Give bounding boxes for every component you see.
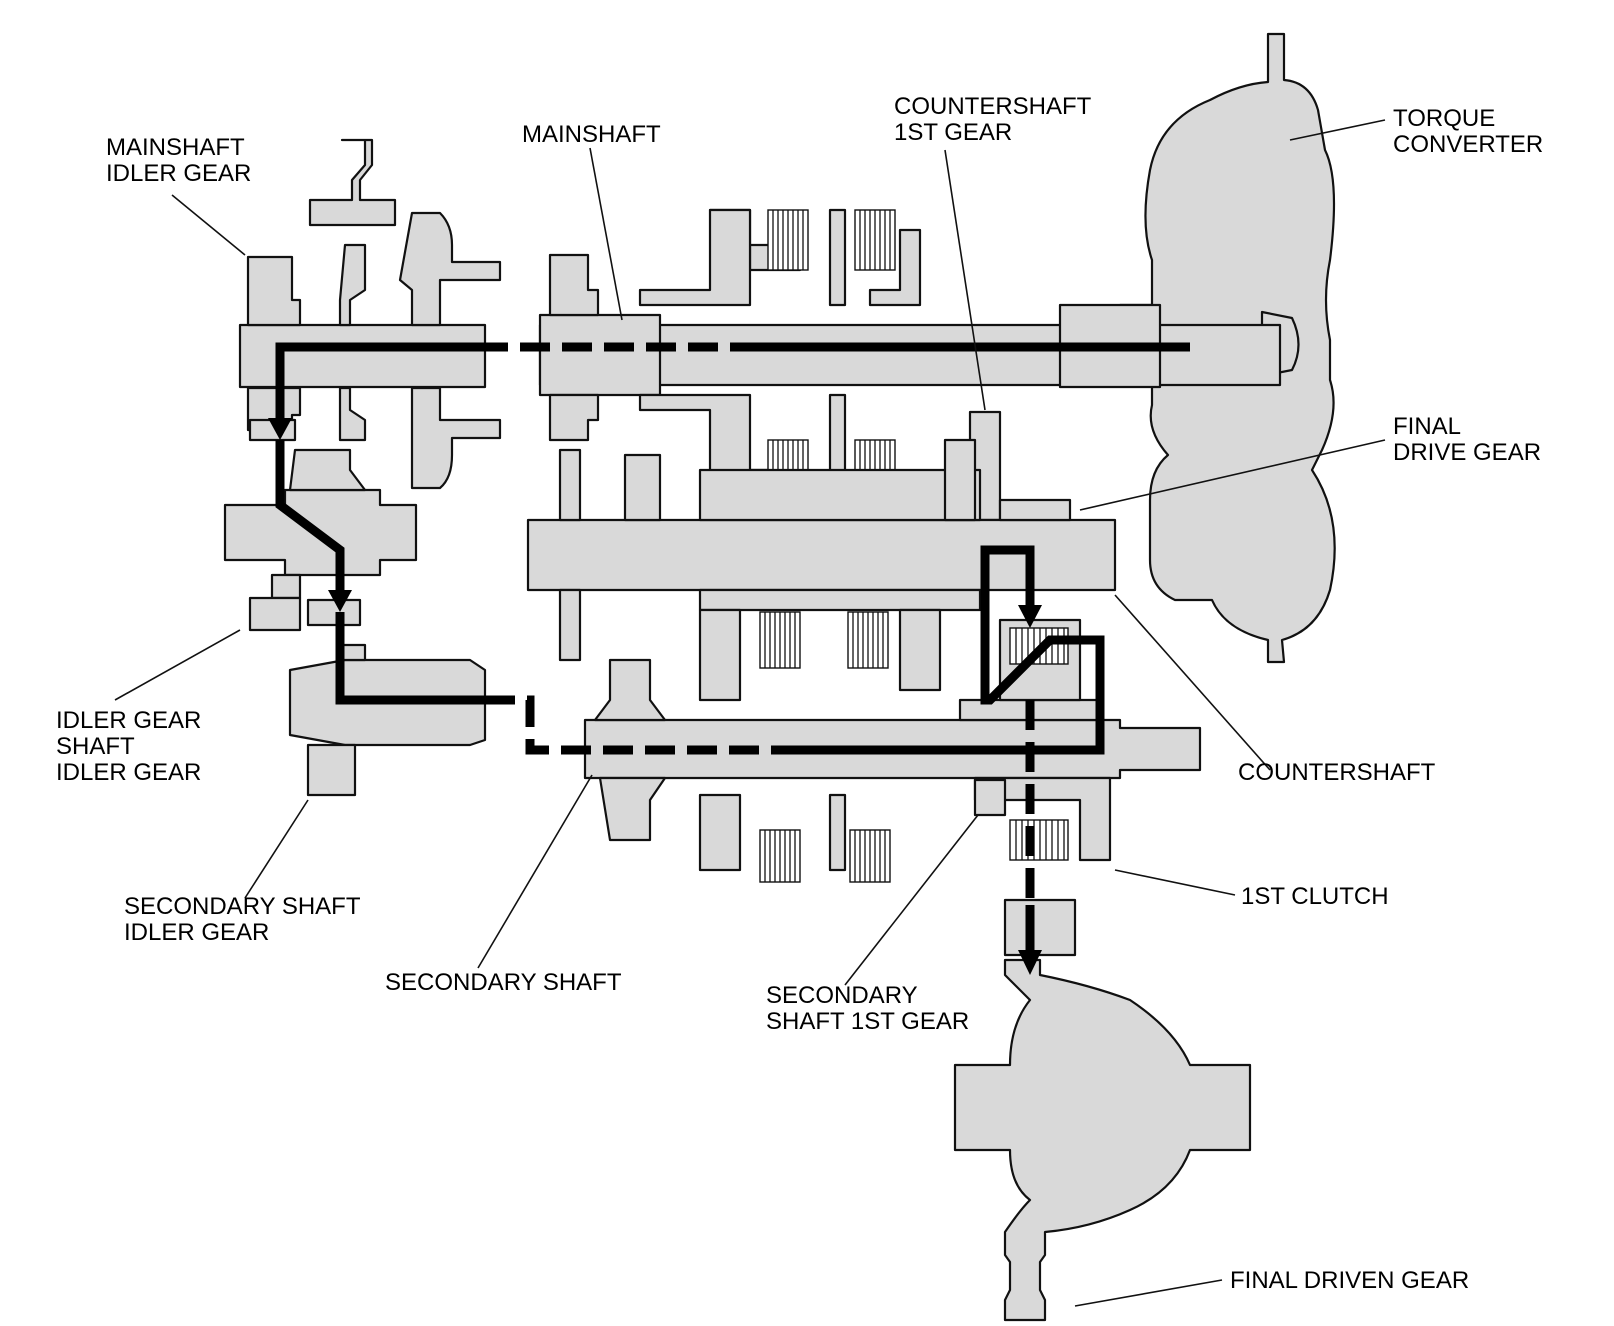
- leader-lines: [114, 119, 1386, 1307]
- countershaft: [526, 438, 1117, 662]
- label-countershaft-1st-gear: COUNTERSHAFT 1ST GEAR: [894, 93, 1098, 146]
- label-secondary-shaft-idler-gear: SECONDARY SHAFT IDLER GEAR: [124, 893, 367, 946]
- idler-gear-shaft: [223, 418, 418, 632]
- label-idler-gear-shaft-idler-gear: IDLER GEAR SHAFT IDLER GEAR: [56, 707, 208, 786]
- countershaft-clutch-packs: [698, 608, 942, 702]
- label-secondary-shaft-1st-gear: SECONDARY SHAFT 1ST GEAR: [766, 982, 969, 1035]
- labels: MAINSHAFT IDLER GEAR MAINSHAFT COUNTERSH…: [56, 93, 1543, 1294]
- secondary-shaft-1st-gear: [973, 778, 1007, 817]
- secondary-shaft: [583, 658, 1202, 872]
- label-mainshaft: MAINSHAFT: [522, 121, 661, 148]
- label-torque-converter: TORQUE CONVERTER: [1393, 105, 1543, 158]
- power-flow-path: [268, 342, 1190, 975]
- label-mainshaft-idler-gear: MAINSHAFT IDLER GEAR: [106, 134, 251, 187]
- label-1st-clutch: 1ST CLUTCH: [1241, 883, 1389, 910]
- label-final-drive-gear: FINAL DRIVE GEAR: [1393, 413, 1541, 466]
- secondary-shaft-clutch-packs: [759, 829, 891, 883]
- label-countershaft: COUNTERSHAFT: [1238, 759, 1436, 786]
- label-secondary-shaft: SECONDARY SHAFT: [385, 969, 622, 996]
- secondary-shaft-idler-gear: [288, 643, 487, 797]
- upper-left-gear-cluster: [308, 138, 502, 490]
- label-final-driven-gear: FINAL DRIVEN GEAR: [1230, 1267, 1469, 1294]
- final-driven-gear: [953, 898, 1252, 1322]
